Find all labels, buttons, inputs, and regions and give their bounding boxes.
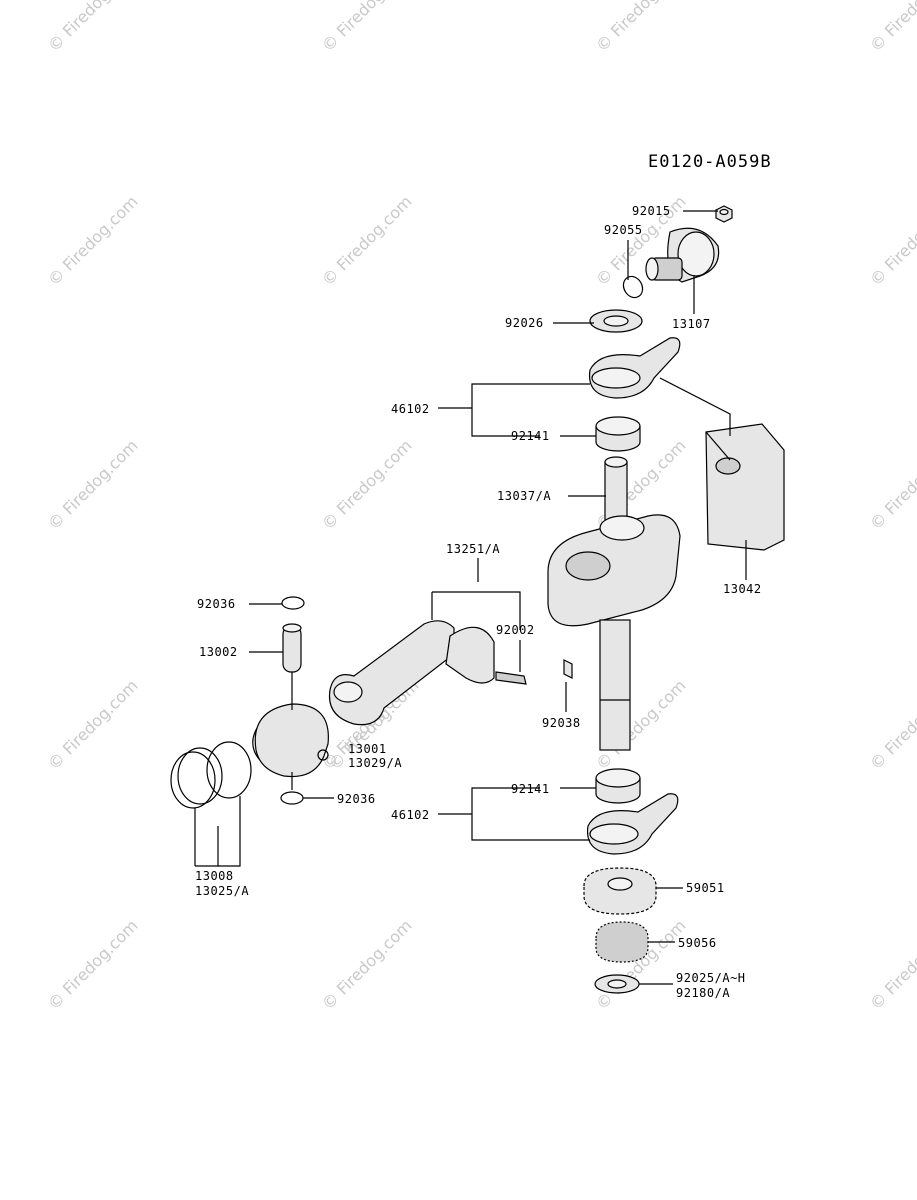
- part-label-92002[interactable]: 92002: [496, 623, 535, 637]
- part-label-13002[interactable]: 13002: [199, 645, 238, 659]
- part-label-13251[interactable]: 13251/A: [446, 542, 501, 556]
- piston-rings-13008-drawing: [170, 741, 252, 809]
- part-label-92026[interactable]: 92026: [505, 316, 544, 330]
- crankshaft-13037-drawing: [547, 456, 681, 751]
- part-label-13001[interactable]: 13001: [348, 742, 387, 756]
- shim-92025-drawing: [594, 974, 640, 994]
- part-label-59051[interactable]: 59051: [686, 881, 725, 895]
- balancer-weight-13042-drawing: [705, 423, 785, 551]
- part-label-46102-bottom[interactable]: 46102: [391, 808, 430, 822]
- part-label-13037[interactable]: 13037/A: [497, 489, 552, 503]
- part-label-13025[interactable]: 13025/A: [195, 884, 250, 898]
- part-label-92015[interactable]: 92015: [632, 204, 671, 218]
- balancer-arm-46102-bottom-drawing: [586, 793, 679, 855]
- washer-92026-drawing: [589, 309, 643, 333]
- part-label-92036-bottom[interactable]: 92036: [337, 792, 376, 806]
- part-label-13008[interactable]: 13008: [195, 869, 234, 883]
- nut-92015-drawing: [715, 205, 733, 223]
- leader-lines: [194, 210, 747, 985]
- clip-92036-bottom-drawing: [280, 791, 304, 805]
- gear-59051-drawing: [583, 867, 657, 915]
- piston-pin-13002-drawing: [282, 623, 302, 673]
- part-label-92038[interactable]: 92038: [542, 716, 581, 730]
- diagram-code: E0120-A059B: [648, 152, 772, 172]
- bearing-cap-13107-drawing: [645, 227, 720, 283]
- clip-92036-top-drawing: [281, 596, 305, 610]
- bearing-92141-top-drawing: [595, 416, 641, 452]
- part-label-59056[interactable]: 59056: [678, 936, 717, 950]
- part-label-92055[interactable]: 92055: [604, 223, 643, 237]
- part-label-13029[interactable]: 13029/A: [348, 756, 403, 770]
- part-label-46102-top[interactable]: 46102: [391, 402, 430, 416]
- part-label-92141-bottom[interactable]: 92141: [511, 782, 550, 796]
- balancer-arm-46102-top-drawing: [588, 337, 681, 399]
- bearing-92141-bottom-drawing: [595, 768, 641, 804]
- part-label-92180[interactable]: 92180/A: [676, 986, 731, 1000]
- gear-59056-drawing: [595, 921, 649, 963]
- part-label-13107[interactable]: 13107: [672, 317, 711, 331]
- piston-13001-drawing: [252, 703, 329, 778]
- part-label-13042[interactable]: 13042: [723, 582, 762, 596]
- part-label-92141-top[interactable]: 92141: [511, 429, 550, 443]
- connecting-rod-13251-drawing: [328, 620, 527, 726]
- o-ring-92055-drawing: [622, 275, 644, 299]
- part-label-92025[interactable]: 92025/A~H: [676, 971, 746, 985]
- key-92038-drawing: [563, 659, 573, 679]
- part-label-92036-top[interactable]: 92036: [197, 597, 236, 611]
